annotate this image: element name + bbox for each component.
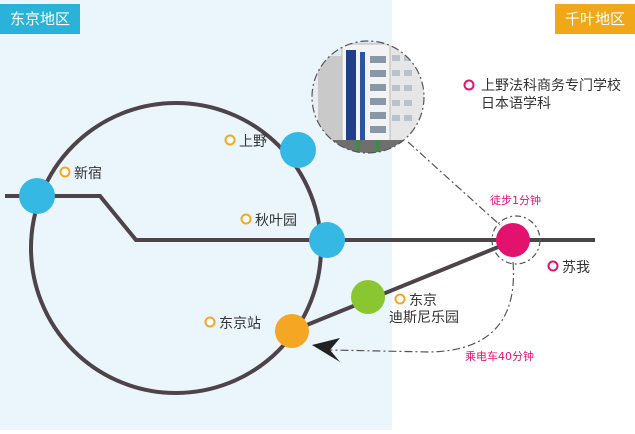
soga-station-dot <box>496 223 530 257</box>
soga-marker-icon <box>547 260 559 272</box>
akihabara-marker-icon <box>240 213 252 225</box>
ueno-marker-icon <box>224 134 236 146</box>
arrowhead-icon <box>312 338 340 362</box>
soga-highlight-ring <box>491 215 541 265</box>
chiba-area-background <box>392 0 635 430</box>
walk-time-note: 徒步1分钟 <box>490 194 541 207</box>
ueno-station-dot <box>280 132 316 168</box>
akihabara-label: 秋叶园 <box>255 213 297 229</box>
disney-marker-icon <box>394 293 406 305</box>
akihabara-station-dot <box>309 222 345 258</box>
train-time-note: 乘电车40分钟 <box>465 350 534 363</box>
tokyo-station-marker-icon <box>204 316 216 328</box>
shinjuku-marker-icon <box>59 166 71 178</box>
soga-label: 苏我 <box>562 260 590 276</box>
photo-connector-line <box>407 141 501 226</box>
train-route-arrow-path <box>329 261 515 353</box>
school-name: 上野法科商务专门学校 日本语学科 <box>481 77 621 113</box>
shinjuku-label: 新宿 <box>74 166 102 182</box>
tokyo-region-tag: 东京地区 <box>0 4 81 34</box>
disney-label-line2: 迪斯尼乐园 <box>389 310 459 326</box>
disney-station-dot <box>351 280 385 314</box>
shinjuku-station-dot <box>19 178 55 214</box>
tokyo-station-label: 东京站 <box>219 316 261 332</box>
school-name-line2: 日本语学科 <box>481 96 551 112</box>
school-marker-icon <box>463 79 475 91</box>
disney-label-line1: 东京 <box>409 293 437 309</box>
keiyo-line <box>291 239 514 333</box>
ueno-label: 上野 <box>239 134 267 150</box>
school-name-line1: 上野法科商务专门学校 <box>481 78 621 94</box>
tokyo-station-dot <box>275 314 309 348</box>
chiba-region-tag: 千叶地区 <box>554 4 635 34</box>
